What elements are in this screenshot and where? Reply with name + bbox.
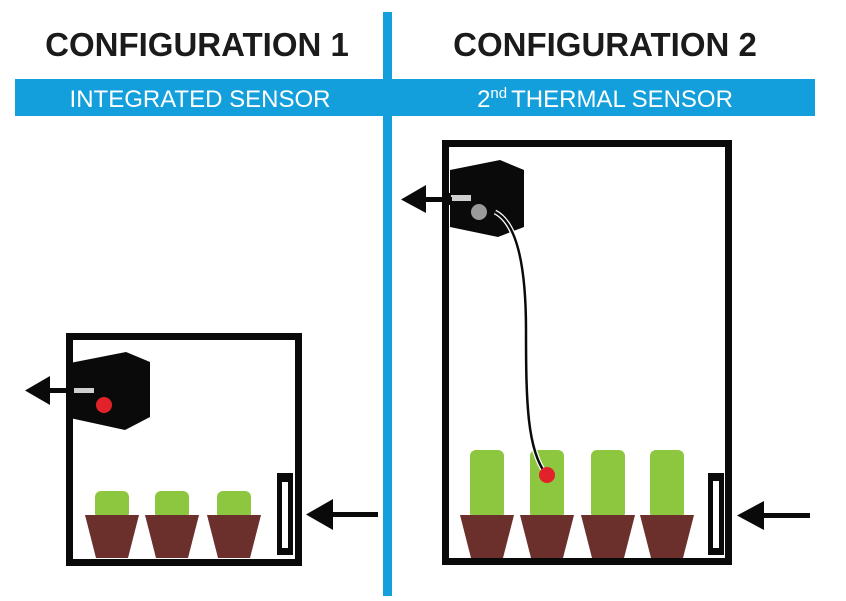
subtitle-band	[15, 79, 815, 116]
plant-pot	[640, 515, 694, 558]
exhaust-arrow-icon	[401, 185, 452, 213]
potted-plant	[581, 450, 635, 558]
probe-cable-outline	[493, 209, 549, 476]
intake-arrow-icon	[737, 501, 810, 530]
intake-arrow-icon	[306, 499, 378, 530]
potted-plant	[207, 491, 261, 558]
grow-tent-frame	[442, 140, 732, 565]
panel-1-enclosure	[25, 333, 378, 566]
exhaust-arrow-icon	[25, 376, 74, 405]
plant-pot	[207, 515, 261, 558]
subtitle-ordinal: 2	[477, 86, 490, 113]
plant-foliage	[530, 450, 564, 519]
panel-2-title: CONFIGURATION 2	[453, 26, 757, 63]
intake-vent-slot	[282, 482, 288, 548]
plant-pot	[85, 515, 139, 558]
plant-foliage	[470, 450, 504, 519]
potted-plant	[460, 450, 514, 558]
panel-divider	[383, 12, 392, 596]
integrated-sensor-icon	[96, 397, 112, 413]
panel-2-enclosure	[401, 140, 810, 565]
subtitle-ordinal-suffix: nd	[490, 85, 507, 102]
panel-1-plants	[85, 491, 261, 558]
plant-foliage	[155, 491, 189, 519]
potted-plant	[85, 491, 139, 558]
plant-pot	[520, 515, 574, 558]
panel-2-plants	[460, 450, 694, 558]
plant-foliage	[95, 491, 129, 519]
thermal-sensor-probe-icon	[539, 467, 555, 483]
extractor-fan-unit	[70, 352, 150, 430]
plant-foliage	[217, 491, 251, 519]
grow-tent-frame	[66, 333, 302, 566]
plant-pot	[581, 515, 635, 558]
integrated-sensor-inactive-icon	[471, 204, 487, 220]
plant-foliage	[650, 450, 684, 519]
potted-plant	[520, 450, 574, 558]
subtitle-text: THERMAL SENSOR	[511, 86, 733, 113]
panel-1-subtitle: INTEGRATED SENSOR	[70, 86, 331, 113]
potted-plant	[640, 450, 694, 558]
intake-vent-slot	[713, 481, 719, 548]
plant-pot	[145, 515, 199, 558]
plant-foliage	[591, 450, 625, 519]
exhaust-outlet-slot	[74, 388, 94, 393]
exhaust-outlet-slot	[451, 195, 471, 201]
probe-cable	[494, 210, 547, 475]
potted-plant	[145, 491, 199, 558]
panel-1-title: CONFIGURATION 1	[45, 26, 349, 63]
plant-pot	[460, 515, 514, 558]
